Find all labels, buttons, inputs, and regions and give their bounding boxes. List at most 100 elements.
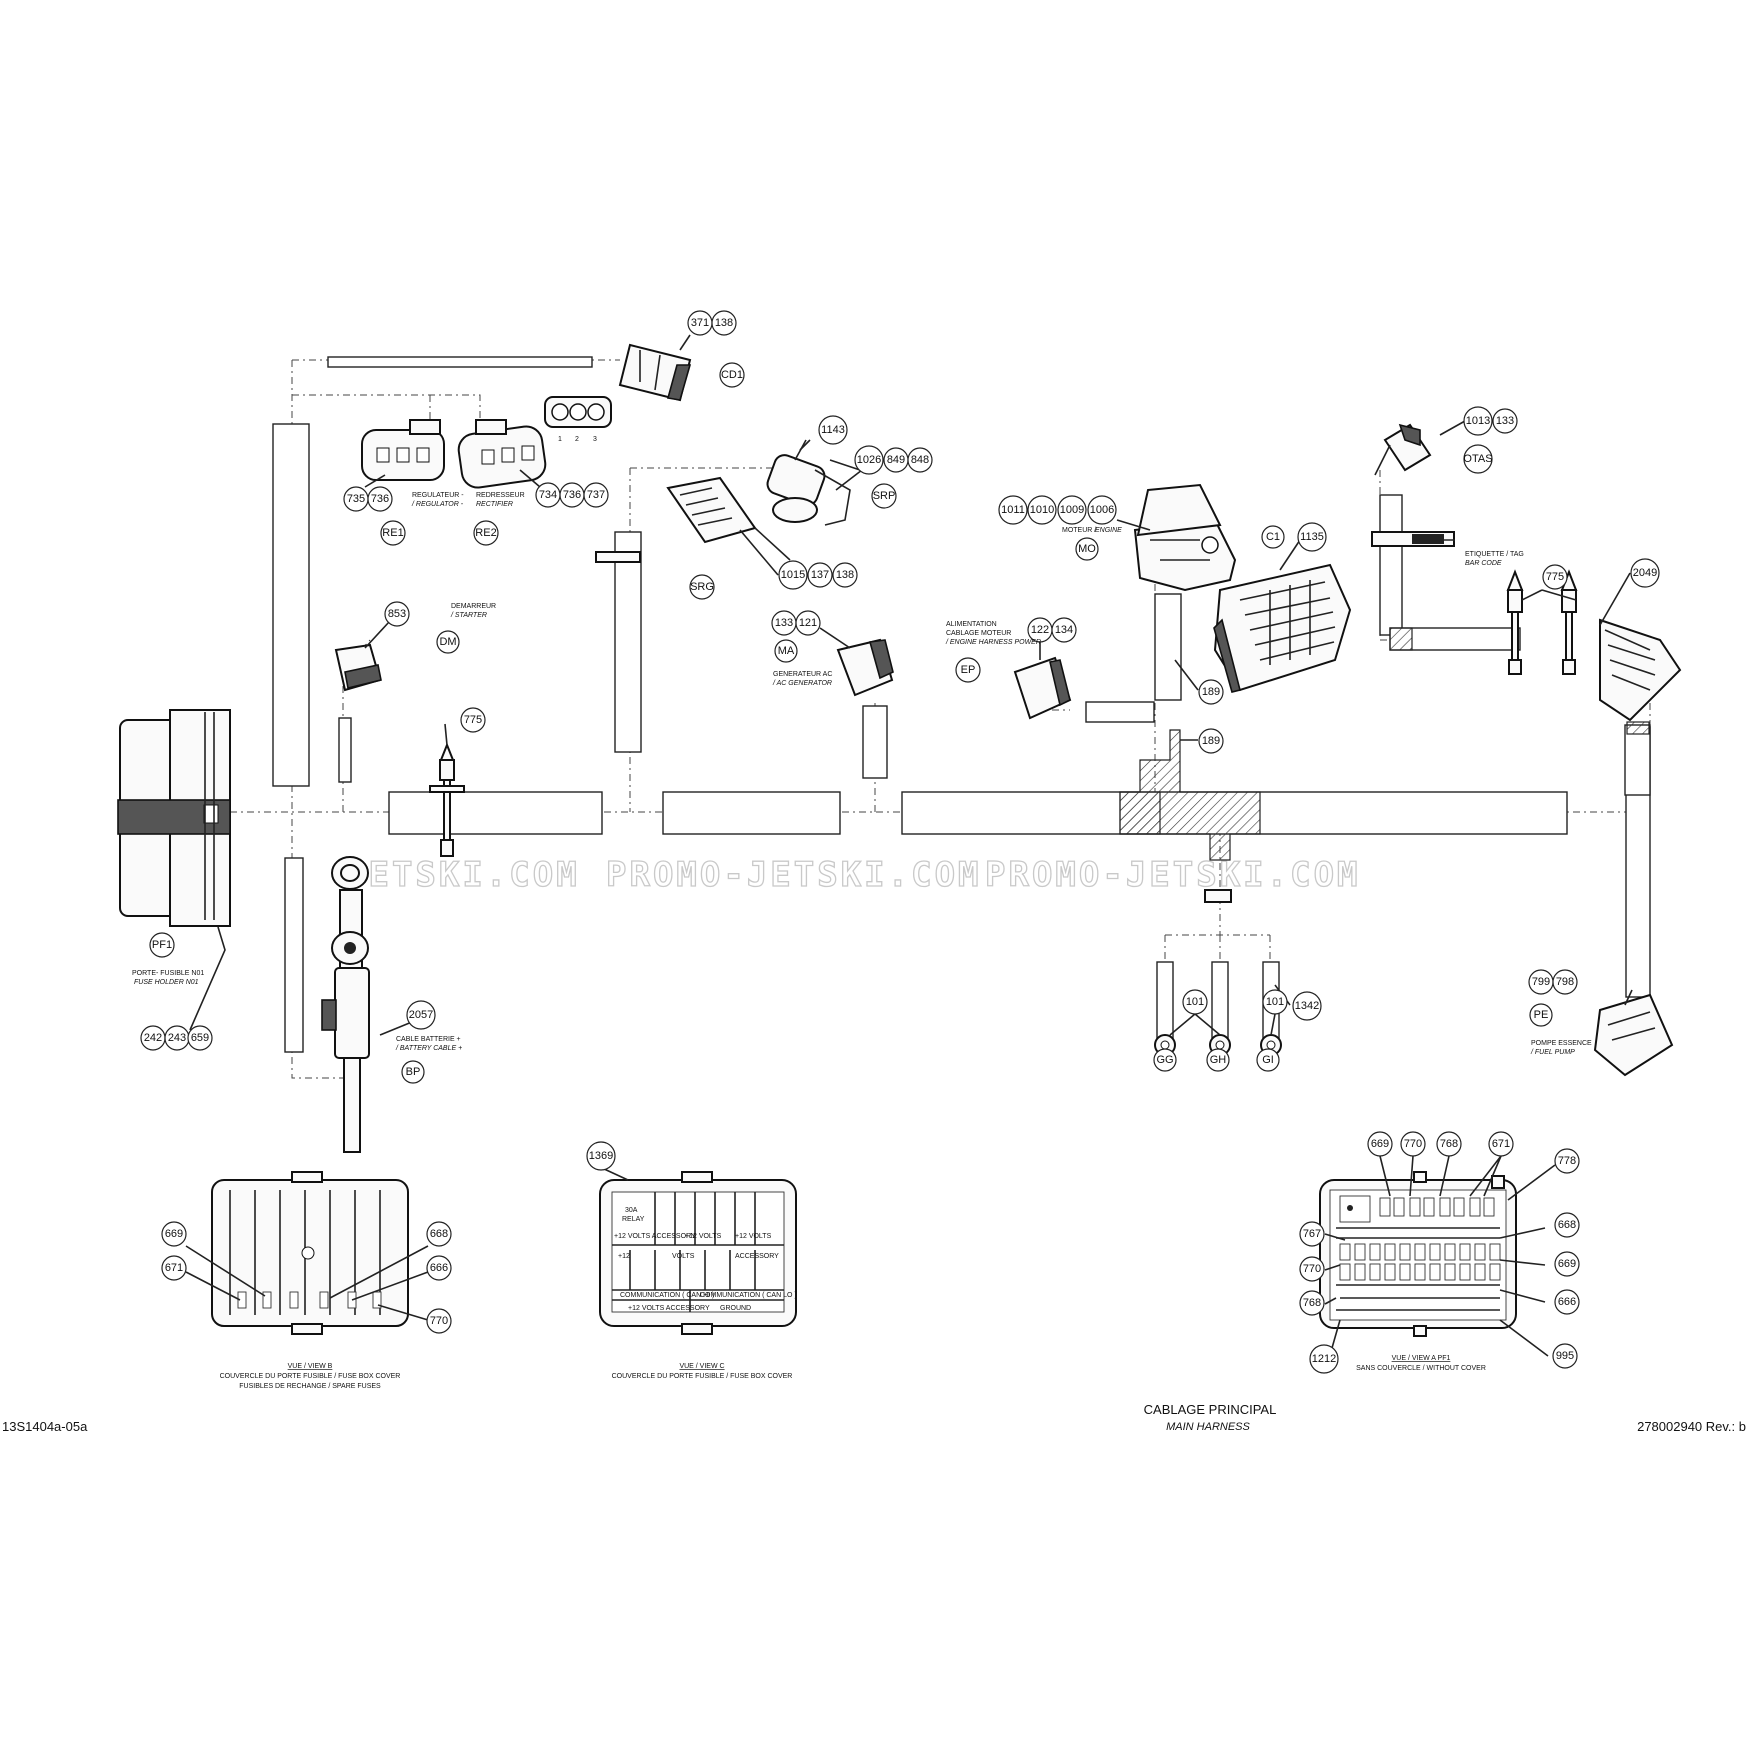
svg-text:2: 2 — [575, 436, 579, 443]
svg-text:ENGINE: ENGINE — [1095, 527, 1122, 534]
callout-vb-671: 671 — [165, 1262, 183, 1274]
sensor-srp[interactable] — [765, 439, 861, 526]
callout-848: 848 — [911, 454, 929, 466]
callout-736: 736 — [371, 493, 389, 505]
callout-vb-666: 666 — [430, 1262, 448, 1274]
callout-1135: 1135 — [1300, 531, 1324, 543]
callout-138b: 138 — [836, 569, 854, 581]
callout-189b: 189 — [1202, 735, 1220, 747]
callout-otas: OTAS — [1463, 453, 1492, 465]
watermarks: JETSKI.COM PROMO-JETSKI.COM PROMO-JETSKI… — [344, 854, 1361, 895]
callout-ep: EP — [961, 664, 976, 676]
svg-text:COUVERCLE DU PORTE FUSIBLE / F: COUVERCLE DU PORTE FUSIBLE / FUSE BOX CO… — [220, 1373, 401, 1380]
title-block: 13S1404a-05a CABLAGE PRINCIPAL MAIN HARN… — [2, 1402, 1746, 1434]
svg-text:FUSE HOLDER N01: FUSE HOLDER N01 — [134, 979, 199, 986]
fuse-holder-pf1[interactable] — [117, 709, 231, 1031]
svg-text:+12: +12 — [618, 1253, 630, 1260]
svg-text:PORTE- FUSIBLE N01: PORTE- FUSIBLE N01 — [132, 970, 204, 977]
svg-text:/ BATTERY CABLE +: / BATTERY CABLE + — [395, 1045, 462, 1052]
fastener-775-right — [1506, 569, 1578, 675]
connector-re1[interactable] — [361, 419, 445, 481]
callout-c1: C1 — [1266, 531, 1280, 543]
callout-srg: SRG — [690, 581, 714, 593]
svg-text:+12 VOLTS ACCESSORY: +12 VOLTS ACCESSORY — [628, 1305, 710, 1312]
callout-va-770: 770 — [1404, 1138, 1422, 1150]
svg-text:+12 VOLTS: +12 VOLTS — [735, 1233, 772, 1240]
callout-1342: 1342 — [1295, 1000, 1319, 1012]
callout-134: 134 — [1055, 624, 1073, 636]
boot-2049 — [1599, 618, 1682, 722]
callout-va-770b: 770 — [1303, 1263, 1321, 1275]
callout-189: 189 — [1202, 686, 1220, 698]
svg-text:GROUND: GROUND — [720, 1305, 751, 1312]
callout-122: 122 — [1031, 624, 1049, 636]
callout-va-669b: 669 — [1558, 1258, 1576, 1270]
callout-101: 101 — [1186, 996, 1204, 1008]
svg-text:FUSIBLES DE RECHANGE / SPARE F: FUSIBLES DE RECHANGE / SPARE FUSES — [239, 1383, 381, 1390]
callout-1369: 1369 — [589, 1150, 613, 1162]
connector-pe[interactable] — [1593, 993, 1674, 1077]
battery-cable-bp[interactable] — [321, 856, 370, 1153]
callout-va-767: 767 — [1303, 1228, 1321, 1240]
callout-1006: 1006 — [1090, 504, 1114, 516]
drawing-subtitle: MAIN HARNESS — [1166, 1421, 1250, 1433]
svg-text:RELAY: RELAY — [622, 1216, 645, 1223]
connector-c1[interactable] — [1213, 563, 1352, 693]
connector-cd1[interactable] — [618, 343, 692, 402]
fuse-sockets — [1336, 1197, 1501, 1311]
svg-text:DEMARREUR: DEMARREUR — [451, 603, 496, 610]
leader-lines — [364, 334, 1633, 1036]
svg-text:30A: 30A — [625, 1207, 638, 1214]
callout-1143: 1143 — [821, 424, 845, 436]
callout-re1: RE1 — [382, 527, 403, 539]
connector-dm[interactable] — [334, 643, 382, 692]
callout-gi: GI — [1262, 1054, 1274, 1066]
callout-re2: RE2 — [475, 527, 496, 539]
bar-code-tag — [1371, 531, 1455, 547]
connector-mo[interactable] — [1133, 483, 1237, 592]
callout-101b: 101 — [1266, 996, 1284, 1008]
callout-va-671: 671 — [1492, 1138, 1510, 1150]
connector-re2[interactable] — [457, 419, 548, 490]
callout-849: 849 — [887, 454, 905, 466]
connector-ep[interactable] — [1013, 656, 1072, 720]
svg-text:/ STARTER: / STARTER — [450, 612, 487, 619]
callout-734: 734 — [539, 489, 557, 501]
callout-371: 371 — [691, 317, 709, 329]
callout-242: 242 — [144, 1032, 162, 1044]
callout-1013: 1013 — [1466, 415, 1490, 427]
view-c-title: VUE / VIEW C — [679, 1363, 724, 1370]
view-c-fuse-box-cover: 30A RELAY +12 VOLTS ACCESSORY +12 VOLTS … — [586, 1141, 797, 1380]
callout-853: 853 — [388, 608, 406, 620]
callout-vb-770: 770 — [430, 1315, 448, 1327]
callout-1026: 1026 — [857, 454, 881, 466]
callout-1015: 1015 — [781, 569, 805, 581]
callout-2049: 2049 — [1633, 567, 1657, 579]
callout-133: 133 — [775, 617, 793, 629]
svg-text:GENERATEUR AC: GENERATEUR AC — [773, 671, 832, 678]
svg-text:CABLAGE MOTEUR: CABLAGE MOTEUR — [946, 630, 1011, 637]
svg-text:RECTIFIER: RECTIFIER — [476, 501, 513, 508]
svg-text:REGULATEUR -: REGULATEUR - — [412, 492, 464, 499]
svg-text:+12 VOLTS ACCESSORY: +12 VOLTS ACCESSORY — [614, 1233, 696, 1240]
callout-775b: 775 — [1546, 571, 1564, 583]
svg-text:MOTEUR /: MOTEUR / — [1062, 527, 1096, 534]
sensor-otas[interactable] — [1374, 423, 1432, 476]
callout-va-768: 768 — [1440, 1138, 1458, 1150]
svg-text:BAR CODE: BAR CODE — [1465, 560, 1502, 567]
svg-text:CABLE BATTERIE +: CABLE BATTERIE + — [396, 1036, 461, 1043]
callout-1009: 1009 — [1060, 504, 1084, 516]
callout-137: 137 — [811, 569, 829, 581]
svg-text:/ ENGINE HARNESS POWER: / ENGINE HARNESS POWER — [945, 639, 1041, 646]
watermark-3: PROMO-JETSKI.COM — [985, 855, 1361, 895]
callout-dm: DM — [439, 636, 456, 648]
connector-srg[interactable] — [595, 476, 791, 563]
svg-text:/ AC GENERATOR: / AC GENERATOR — [772, 680, 832, 687]
reference-connector-3pin: 1 2 3 — [544, 396, 612, 443]
svg-text:1: 1 — [558, 436, 562, 443]
callout-va-666: 666 — [1558, 1296, 1576, 1308]
drawing-code: 13S1404a-05a — [2, 1419, 88, 1434]
view-a-pf1-without-cover: 669 770 768 671 778 767 668 770 669 768 … — [1299, 1131, 1580, 1374]
connector-ma[interactable] — [836, 638, 894, 697]
